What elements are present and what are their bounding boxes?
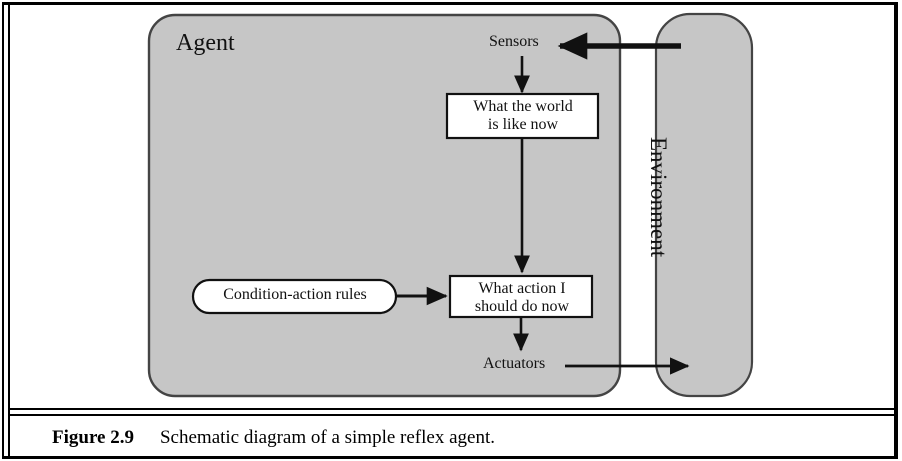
- schematic-diagram: [147, 12, 754, 398]
- node-label-line-2: is like now: [487, 115, 559, 133]
- sensors-port-label: Sensors: [489, 33, 539, 50]
- node-label-line-2: should do now: [474, 297, 570, 315]
- environment-panel: [654, 12, 754, 398]
- figure-caption: Figure 2.9 Schematic diagram of a simple…: [14, 421, 884, 455]
- node-label-condition-action-rules: Condition-action rules: [223, 286, 367, 303]
- node-label-line-1: What the world: [473, 98, 573, 115]
- node-label-what-the-world-is-like-now: What the world is like now: [448, 98, 598, 134]
- figure-caption-number: Figure 2.9: [52, 427, 134, 448]
- environment-panel-label: Environment: [646, 137, 671, 258]
- frame-border-left-outer: [2, 2, 4, 459]
- frame-border-top: [2, 2, 898, 5]
- node-what-the-world-is-like-now: [445, 92, 600, 140]
- caption-rule-bottom: [8, 414, 894, 416]
- actuators-port-label: Actuators: [483, 355, 546, 372]
- caption-rule-top: [8, 408, 894, 410]
- node-what-action-i-should-do-now: [448, 274, 594, 319]
- node-label-line-1: What action I: [478, 280, 566, 297]
- frame-border-bottom: [2, 456, 898, 459]
- node-label-what-action-i-should-do-now: What action I should do now: [451, 280, 593, 316]
- agent-panel-label: Agent: [176, 30, 235, 56]
- figure-caption-text: Schematic diagram of a simple reflex age…: [159, 427, 495, 448]
- agent-panel: [147, 13, 622, 398]
- frame-border-right: [894, 2, 898, 459]
- frame-border-left-inner: [8, 2, 10, 459]
